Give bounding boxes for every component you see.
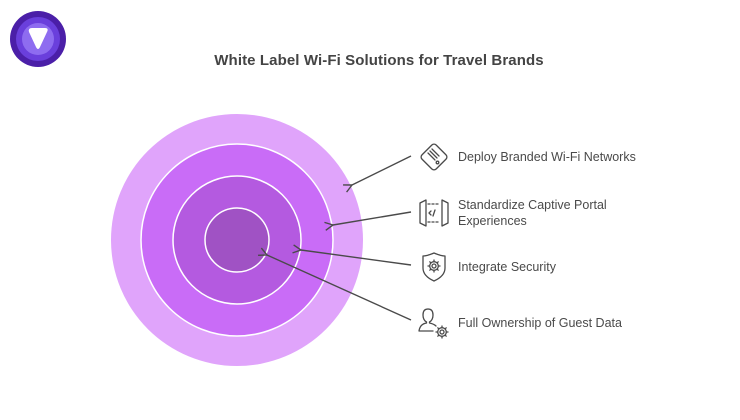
item-standardize-captive-portal: Standardize Captive Portal Experiences <box>416 195 607 231</box>
item-deploy-branded-wifi: Deploy Branded Wi-Fi Networks <box>416 139 636 175</box>
user-gear-icon <box>418 308 449 339</box>
item-label: Deploy Branded Wi-Fi Networks <box>458 150 636 164</box>
item-guest-data-ownership: Full Ownership of Guest Data <box>416 305 622 341</box>
arrow-data <box>267 255 412 321</box>
page-title: White Label Wi-Fi Solutions for Travel B… <box>214 52 544 69</box>
arrow-security <box>301 250 412 266</box>
logo-icon <box>10 11 66 67</box>
inner-circle <box>204 207 270 273</box>
arrow-standardize <box>333 211 412 225</box>
captive-portal-code-icon <box>419 199 449 227</box>
item-integrate-security: Integrate Security <box>416 249 556 285</box>
wifi-router-icon <box>420 143 448 171</box>
item-label: Integrate Security <box>458 260 556 274</box>
shield-gear-icon <box>422 252 446 282</box>
item-label: Full Ownership of Guest Data <box>458 316 622 330</box>
arrow-deploy <box>352 155 412 185</box>
item-label: Standardize Captive Portal Experiences <box>458 198 607 228</box>
